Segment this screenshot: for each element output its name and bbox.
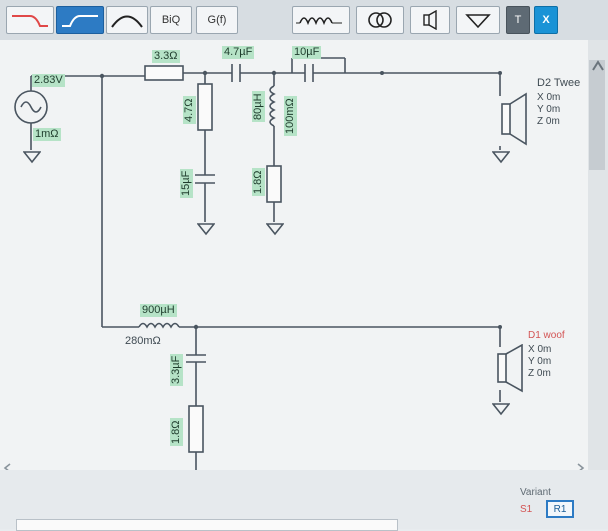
tweeter-inductor-resistance-label[interactable]: 100mΩ bbox=[284, 96, 297, 136]
tweeter-z-label: Z 0m bbox=[537, 116, 560, 127]
inductor-tool-button[interactable] bbox=[292, 6, 350, 34]
delete-button[interactable]: X bbox=[534, 6, 558, 34]
ground-triangle-icon bbox=[465, 14, 491, 29]
shunt-capacitor-label[interactable]: 15µF bbox=[180, 168, 193, 198]
woofer-inductor-resistance-label[interactable]: 280mΩ bbox=[125, 335, 161, 347]
woofer-name-label[interactable]: D1 woof bbox=[528, 330, 565, 341]
tweeter-resistor-label[interactable]: 1.8Ω bbox=[252, 168, 265, 196]
series-capacitor-1-label[interactable]: 4.7µF bbox=[222, 46, 255, 59]
bandpass-curve-icon bbox=[111, 15, 143, 28]
ground-tool-button[interactable] bbox=[456, 6, 500, 34]
variant-s1-tab[interactable]: S1 bbox=[520, 504, 533, 515]
tweeter-name-label[interactable]: D2 Twee bbox=[537, 77, 581, 89]
lowpass-filter-button[interactable] bbox=[6, 6, 54, 34]
source-voltage-label[interactable]: 2.83V bbox=[32, 74, 65, 87]
speaker-icon bbox=[423, 10, 437, 30]
woofer-capacitor-label[interactable]: 3.3µF bbox=[170, 353, 183, 386]
ground-symbol-shunt1 bbox=[197, 223, 215, 236]
woofer-y-label: Y 0m bbox=[528, 356, 552, 367]
variant-r1-tab[interactable]: R1 bbox=[546, 500, 574, 518]
inductor-icon bbox=[296, 17, 342, 26]
speaker-tool-button[interactable] bbox=[410, 6, 450, 34]
transfer-function-label: G(f) bbox=[207, 14, 227, 26]
variant-r1-label: R1 bbox=[553, 503, 567, 515]
tweeter-y-label: Y 0m bbox=[537, 104, 561, 115]
series-resistor-label[interactable]: 3.3Ω bbox=[152, 50, 180, 63]
woofer-z-label: Z 0m bbox=[528, 368, 551, 379]
tweeter-speaker-icon[interactable] bbox=[498, 92, 532, 148]
delete-label: X bbox=[542, 14, 550, 26]
tweeter-x-label: X 0m bbox=[537, 92, 561, 103]
text-tool-label: T bbox=[514, 14, 522, 26]
variant-label: Variant bbox=[520, 487, 551, 498]
ground-symbol-tweeter bbox=[492, 151, 510, 164]
woofer-x-label: X 0m bbox=[528, 344, 552, 355]
source-resistance-label[interactable]: 1mΩ bbox=[33, 128, 61, 141]
bandpass-filter-button[interactable] bbox=[106, 6, 148, 34]
transformer-tool-button[interactable] bbox=[356, 6, 404, 34]
ground-symbol-source bbox=[23, 151, 41, 164]
text-tool-button[interactable]: T bbox=[506, 6, 530, 34]
shunt-resistor-label[interactable]: 4.7Ω bbox=[183, 96, 196, 124]
woofer-inductor-label[interactable]: 900µH bbox=[140, 304, 177, 317]
series-capacitor-2-label[interactable]: 10µF bbox=[292, 46, 322, 59]
transformer-icon bbox=[368, 12, 392, 28]
woofer-speaker-icon[interactable] bbox=[494, 344, 528, 394]
toolbar: BiQ G(f) T X bbox=[0, 0, 608, 41]
lowpass-curve-icon bbox=[12, 15, 48, 27]
highpass-filter-button[interactable] bbox=[56, 6, 104, 34]
schematic-canvas[interactable] bbox=[0, 40, 594, 470]
transfer-function-button[interactable]: G(f) bbox=[196, 6, 238, 34]
scroll-up-arrow-icon[interactable] bbox=[590, 56, 606, 78]
woofer-resistor-label[interactable]: 1.8Ω bbox=[170, 418, 183, 446]
status-field bbox=[16, 519, 398, 531]
biquad-button[interactable]: BiQ bbox=[150, 6, 192, 34]
biquad-label: BiQ bbox=[161, 14, 181, 26]
highpass-curve-icon bbox=[62, 15, 98, 27]
ground-symbol-woofer bbox=[492, 403, 510, 416]
ground-symbol-shunt2 bbox=[266, 223, 284, 236]
tweeter-inductor-label[interactable]: 80µH bbox=[252, 91, 265, 122]
vertical-scroll-thumb[interactable] bbox=[589, 60, 605, 170]
